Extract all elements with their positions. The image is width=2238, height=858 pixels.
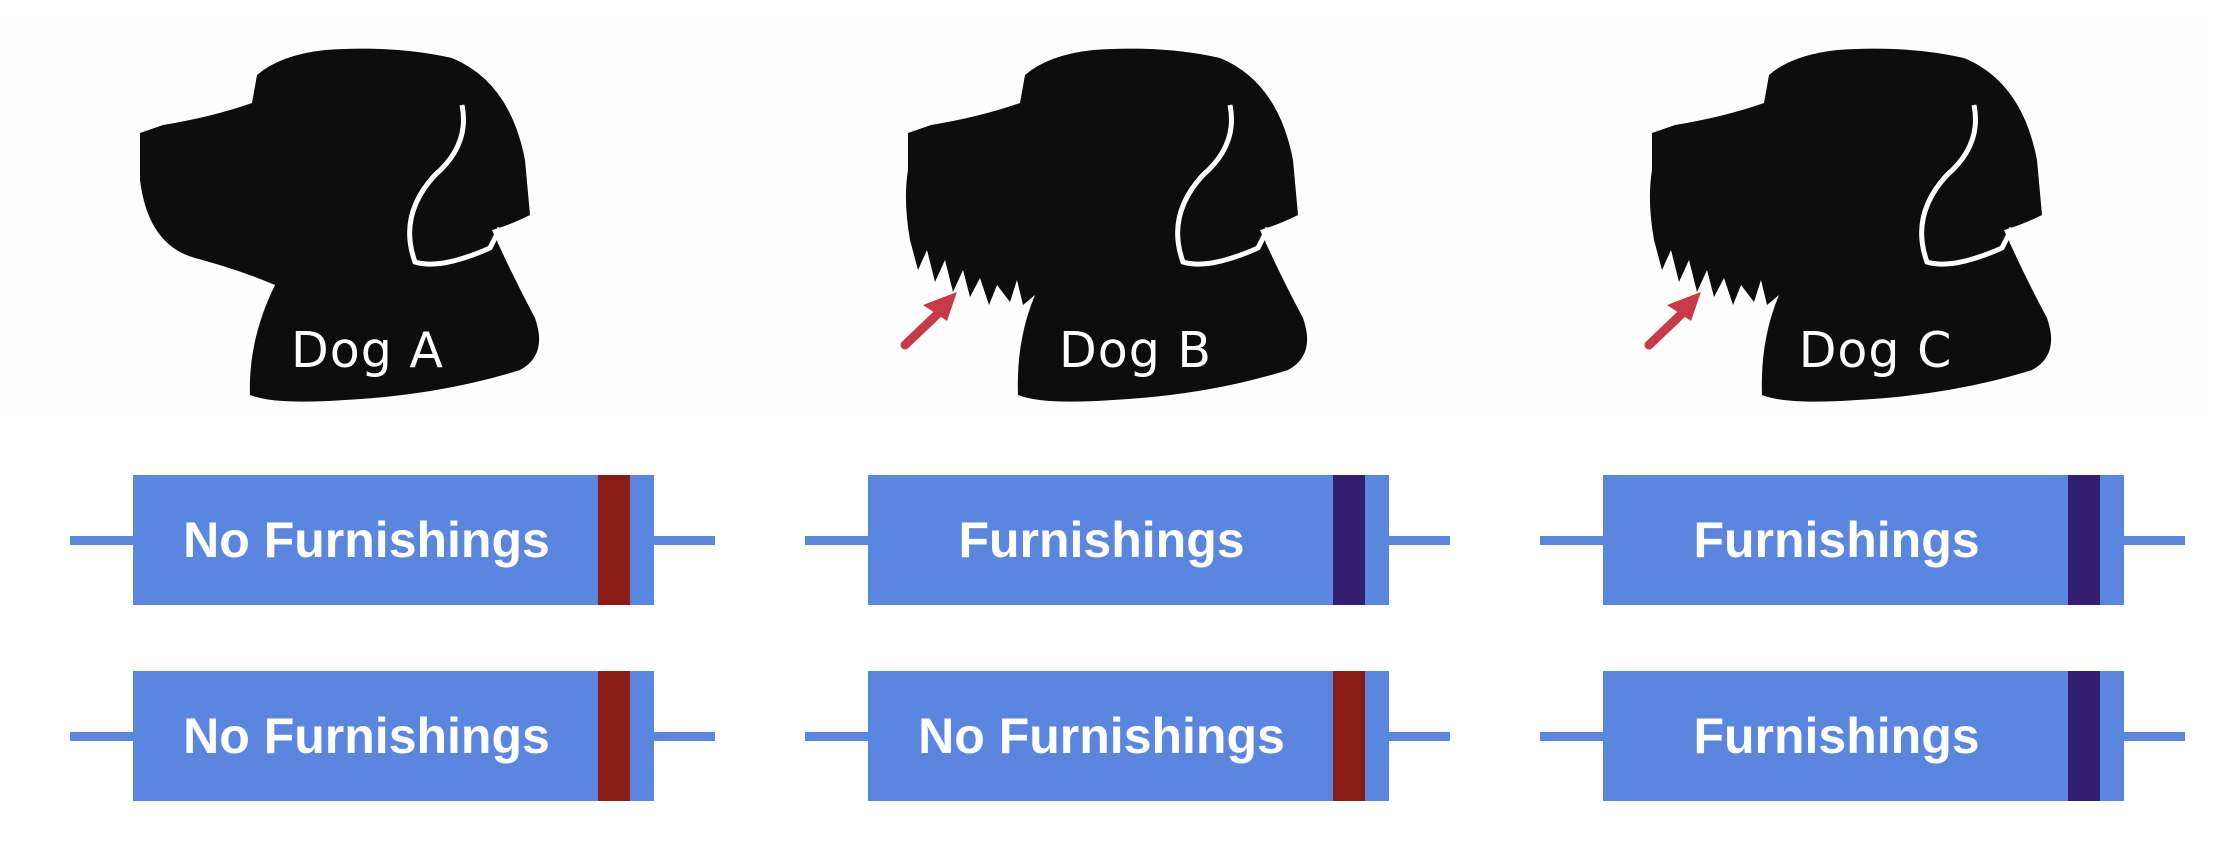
allele-box: No Furnishings: [133, 671, 654, 801]
allele-row-2: No Furnishings: [735, 671, 1470, 801]
allele-box: Furnishings: [1603, 671, 2124, 801]
dog-name-label: Dog A: [291, 322, 444, 379]
allele-marker-band: [2068, 671, 2100, 801]
allele-label: No Furnishings: [183, 708, 550, 764]
dog-name-label: Dog B: [1058, 322, 1212, 379]
allele-box: Furnishings: [1603, 475, 2124, 605]
allele-label: No Furnishings: [183, 512, 550, 568]
dog-head-icon: [900, 48, 1308, 402]
allele-label: Furnishings: [1693, 512, 1980, 568]
allele-box: Furnishings: [868, 475, 1389, 605]
dog-head-icon: [1644, 48, 2052, 402]
allele-row-1: Furnishings: [735, 475, 1470, 605]
allele-box: No Furnishings: [868, 671, 1389, 801]
allele-row-1: Furnishings: [1470, 475, 2205, 605]
allele-label: Furnishings: [1693, 708, 1980, 764]
allele-label: No Furnishings: [918, 708, 1285, 764]
allele-label: Furnishings: [958, 512, 1245, 568]
allele-marker-band: [598, 475, 630, 605]
allele-row-1: No Furnishings: [0, 475, 735, 605]
allele-row-2: No Furnishings: [0, 671, 735, 801]
dog-column-c: Dog C Furnishings Furnishings: [1470, 0, 2205, 858]
dog-head-icon: [140, 48, 540, 402]
allele-marker-band: [1333, 671, 1365, 801]
dog-column-a: Dog A No Furnishings No Furnishings: [0, 0, 735, 858]
allele-box: No Furnishings: [133, 475, 654, 605]
dog-column-b: Dog B Furnishings No Furnishings: [735, 0, 1470, 858]
allele-row-2: Furnishings: [1470, 671, 2205, 801]
dog-name-label: Dog C: [1798, 322, 1953, 379]
allele-marker-band: [598, 671, 630, 801]
allele-marker-band: [2068, 475, 2100, 605]
allele-marker-band: [1333, 475, 1365, 605]
